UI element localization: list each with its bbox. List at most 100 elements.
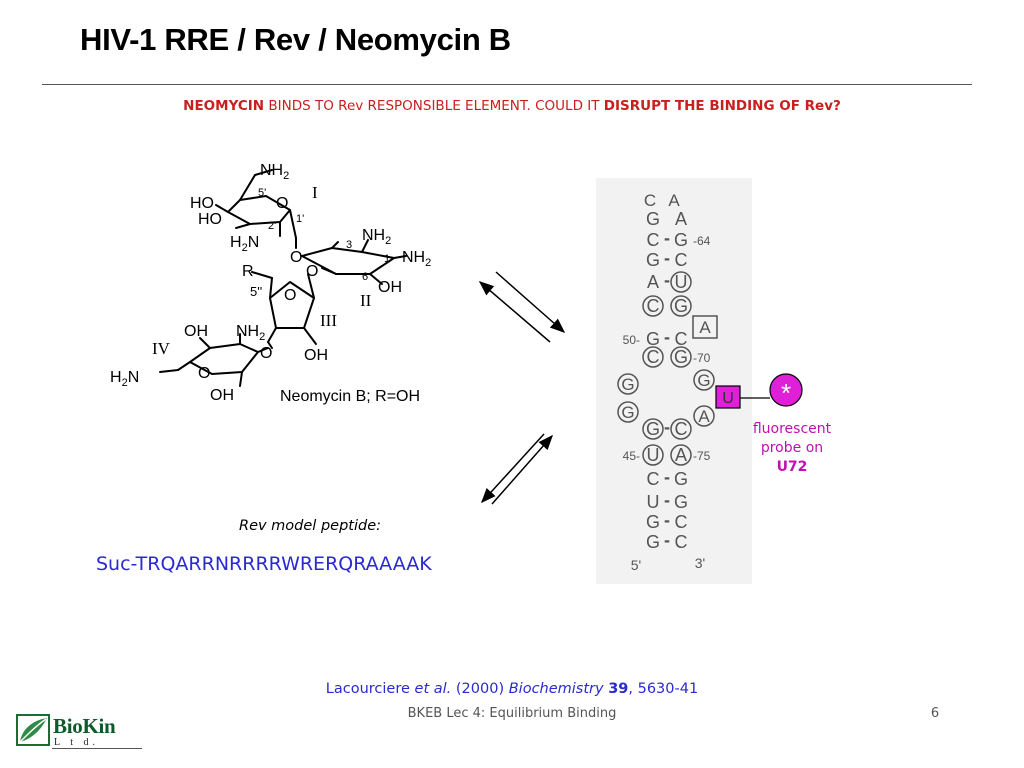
ring-label-iv: IV (152, 339, 171, 358)
bulge-base-a: A (698, 407, 710, 426)
atom-nh2-right: NH2 (402, 249, 431, 269)
base-circle-left-4 (642, 295, 664, 317)
molecule-caption: Neomycin B; R=OH (280, 388, 420, 405)
base-left-9: C (647, 469, 660, 489)
atom-o-ring-iii: O (284, 287, 296, 304)
label-5prime: 5' (258, 187, 266, 199)
pair-dash-11: - (664, 510, 670, 530)
position-number-left-8: 45- (623, 449, 640, 463)
peptide-label: Rev model peptide: (239, 518, 381, 534)
pair-dash-1: - (664, 228, 670, 248)
atom-o-linker-3: O (260, 345, 272, 362)
base-left-7: G (646, 419, 660, 439)
base-left-3: A (647, 272, 659, 292)
citation-pages: , 5630-41 (628, 681, 699, 697)
pair-dash-7: - (664, 417, 670, 437)
citation-volume: 39 (608, 681, 629, 697)
label-6: 6 (362, 271, 368, 283)
probe-u72-box (715, 385, 741, 409)
peptide-sequence: Suc-TRQARRNRRRRWRERQRAAAAK (96, 553, 432, 575)
probe-annotation-line1: fluorescent (752, 421, 832, 437)
citation-author: Lacourciere (325, 681, 415, 697)
base-right-11: C (675, 512, 688, 532)
base-left-8: U (647, 445, 660, 465)
atom-o-ring-iv: O (198, 365, 210, 382)
fluorophore-circle (769, 373, 803, 407)
probe-annotation-site: U72 (776, 459, 808, 475)
base-circle-right-8 (670, 444, 692, 466)
atom-o-linker-2: O (306, 263, 318, 280)
atom-nh2-top: NH2 (260, 162, 289, 182)
pair-dash-12: - (664, 530, 670, 550)
base-right-6: G (674, 347, 688, 367)
ring-label-iii: III (320, 311, 337, 330)
boxed-a-frame (692, 315, 718, 339)
logo-wordmark: BioKin (53, 714, 116, 738)
slide-subtitle: NEOMYCIN BINDS TO Rev RESPONSIBLE ELEMEN… (0, 98, 1024, 114)
arrow-top-reverse (478, 281, 551, 343)
arrow-bottom-forward (491, 434, 553, 505)
atom-o-linker-1: O (290, 249, 302, 266)
base-circle-left-6 (642, 346, 664, 368)
label-3: 3 (346, 239, 352, 251)
leaf-icon (16, 714, 50, 746)
pair-dash-10: - (664, 490, 670, 510)
atom-r-group: R (242, 263, 254, 280)
atom-o-ring-i: O (276, 195, 288, 212)
probe-u72-base: U (722, 390, 734, 407)
ring-iii-bonds (269, 281, 315, 329)
loop-base-c: C (644, 191, 656, 210)
title-divider (42, 84, 972, 85)
arrow-bottom-reverse (480, 433, 545, 504)
bulge-circle-a (693, 405, 715, 427)
probe-annotation: fluorescent probe on U72 (736, 420, 848, 477)
label-5dprime: 5'' (250, 284, 262, 299)
base-circle-right-7 (670, 418, 692, 440)
bulge-circle-g3 (693, 369, 715, 391)
pair-dash-5: - (664, 327, 670, 347)
atom-oh-ring-iv: OH (184, 323, 208, 340)
strand-end-3prime: 3' (695, 555, 705, 571)
atom-nh2-mid: NH2 (362, 227, 391, 247)
base-right-0: A (675, 209, 687, 229)
base-left-4: C (647, 296, 660, 316)
bulge-base-g3: G (697, 371, 710, 390)
citation: Lacourciere et al. (2000) Biochemistry 3… (0, 681, 1024, 697)
base-circle-right-3 (670, 271, 692, 293)
base-right-5: C (675, 329, 688, 349)
bulge-base-g1: G (621, 375, 634, 394)
bulge-base-boxed-a: A (699, 318, 711, 337)
loop-base-a: A (668, 191, 680, 210)
atom-oh-bottom: OH (210, 387, 234, 404)
rna-panel-background (596, 178, 752, 584)
bulge-base-g2: G (621, 403, 634, 422)
citation-year: (2000) (451, 681, 509, 697)
base-left-2: G (646, 250, 660, 270)
pair-dash-3: - (664, 270, 670, 290)
citation-journal: Biochemistry (508, 681, 604, 697)
subtitle-middle: BINDS TO Rev RESPONSIBLE ELEMENT. COULD … (264, 98, 604, 114)
bulge-circle-g1 (617, 373, 639, 395)
base-right-1: G (674, 230, 688, 250)
base-circle-left-7 (642, 418, 664, 440)
bulge-circle-g2 (617, 401, 639, 423)
base-left-0: G (646, 209, 660, 229)
ring-label-i: I (312, 183, 318, 202)
citation-etal: et al. (414, 681, 452, 697)
equilibrium-arrows (478, 271, 566, 505)
base-circle-left-8 (642, 444, 664, 466)
slide-footer: BKEB Lec 4: Equilibrium Binding (407, 706, 617, 721)
atom-ho-1: HO (190, 195, 214, 212)
base-left-6: C (647, 347, 660, 367)
position-number-right-1: -64 (693, 234, 711, 248)
base-left-12: G (646, 532, 660, 552)
pair-dash-9: - (664, 467, 670, 487)
base-left-11: G (646, 512, 660, 532)
base-right-12: C (675, 532, 688, 552)
logo-underline (52, 748, 142, 749)
logo-ltd: L t d. (54, 737, 100, 748)
base-right-9: G (674, 469, 688, 489)
strand-end-5prime: 5' (631, 557, 641, 573)
